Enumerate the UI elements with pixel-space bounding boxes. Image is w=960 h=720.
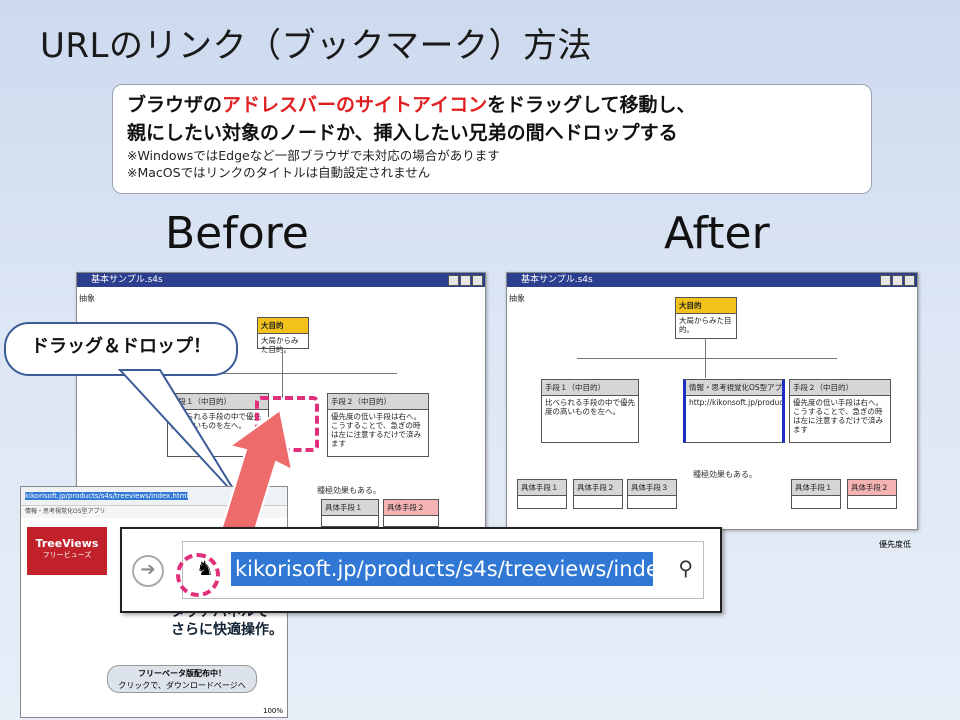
restore-button[interactable] xyxy=(892,275,903,286)
address-field[interactable]: ♞ kikorisoft.jp/products/s4s/treeviews/i… xyxy=(182,541,704,599)
browser-address-bar[interactable]: kikorisoft.jp/products/s4s/treeviews/ind… xyxy=(21,487,287,506)
window-title: 基本サンプル.s4s xyxy=(521,275,593,285)
zoomed-address-bar-panel: ➔ ♞ kikorisoft.jp/products/s4s/treeviews… xyxy=(120,527,722,613)
window-subtitle: 抽象 xyxy=(509,294,525,303)
concrete-red-node[interactable]: 具体手段２ xyxy=(383,499,439,527)
callout-line2: 親にしたい対象のノードか、挿入したい兄弟の間へドロップする xyxy=(127,122,678,144)
status-text: 優先度低 xyxy=(879,540,911,549)
concrete2-node[interactable]: 具体手段２ xyxy=(573,479,623,509)
restore-button[interactable] xyxy=(460,275,471,286)
means1-node[interactable]: 手段１（中目的） 比べられる手段の中で優先度の高いものを左へ。 xyxy=(541,379,639,443)
instruction-callout: ブラウザのアドレスバーのサイトアイコンをドラッグして移動し、 親にしたい対象のノ… xyxy=(112,84,872,194)
bubble-tail xyxy=(117,369,241,501)
beta-download-button[interactable]: フリーベータ版配布中！ クリックで、ダウンロードページへ xyxy=(107,665,257,693)
after-label: After xyxy=(664,208,770,259)
callout-note2: ※MacOSではリンクのタイトルは自動設定されません xyxy=(127,165,431,180)
concrete1-node[interactable]: 具体手段１ xyxy=(517,479,567,509)
browser-tab[interactable]: 情報・思考視覚化OS型アプリ xyxy=(21,506,287,518)
treeviews-logo: TreeViews フリービューズ xyxy=(27,527,107,575)
concrete1-node[interactable]: 具体手段１ xyxy=(791,479,841,509)
window-title: 基本サンプル.s4s xyxy=(91,275,163,285)
concrete-red-node[interactable]: 具体手段２ xyxy=(847,479,897,509)
window-subtitle: 抽象 xyxy=(79,294,95,303)
effect-text: 種極効果もある。 xyxy=(693,470,757,479)
means2-node[interactable]: 手段２（中目的） 優先度の低い手段は右へ。こうすることで、急ぎの時は左に注意する… xyxy=(327,393,429,457)
drag-drop-bubble: ドラッグ＆ドロップ！ xyxy=(4,322,238,376)
drag-arrow xyxy=(208,408,294,580)
goal-node[interactable]: 大目的 大局からみた目的。 xyxy=(257,317,309,354)
callout-line1-pre: ブラウザの xyxy=(127,94,223,116)
means2-node[interactable]: 手段２（中目的） 優先度の低い手段は右へ。こうすることで、急ぎの時は左に注意する… xyxy=(789,379,891,443)
zoom-level[interactable]: 100% xyxy=(262,707,283,715)
callout-line1-post: をドラッグして移動し、 xyxy=(487,94,696,116)
link-node[interactable]: 情報・思考視覚化OS型アプリ - TreeViews製品 http://kiko… xyxy=(683,379,785,443)
search-icon[interactable]: ⚲ xyxy=(678,556,693,580)
forward-arrow-icon[interactable]: ➔ xyxy=(132,555,164,587)
after-window: 基本サンプル.s4s 抽象 大目的 大局からみた目的。 手段１（中目的） 比べら… xyxy=(506,272,918,549)
site-icon-highlight xyxy=(176,553,220,597)
callout-highlight: アドレスバーのサイトアイコン xyxy=(222,94,488,116)
concrete3-node[interactable]: 具体手段３ xyxy=(627,479,677,509)
close-button[interactable] xyxy=(472,275,483,286)
minimize-button[interactable] xyxy=(448,275,459,286)
goal-node[interactable]: 大目的 大局からみた目的。 xyxy=(675,297,737,339)
callout-note1: ※WindowsではEdgeなど一部ブラウザで未対応の場合があります xyxy=(127,148,500,163)
slide-title: URLのリンク（ブックマーク）方法 xyxy=(40,26,592,66)
before-window-titlebar: 基本サンプル.s4s xyxy=(77,273,485,287)
minimize-button[interactable] xyxy=(880,275,891,286)
before-label: Before xyxy=(165,208,309,259)
effect-text: 種極効果もある。 xyxy=(317,486,381,495)
close-button[interactable] xyxy=(904,275,915,286)
after-window-titlebar: 基本サンプル.s4s xyxy=(507,273,917,287)
url-text[interactable]: kikorisoft.jp/products/s4s/treeviews/ind… xyxy=(231,552,653,586)
concrete1-node[interactable]: 具体手段１ xyxy=(321,499,379,527)
